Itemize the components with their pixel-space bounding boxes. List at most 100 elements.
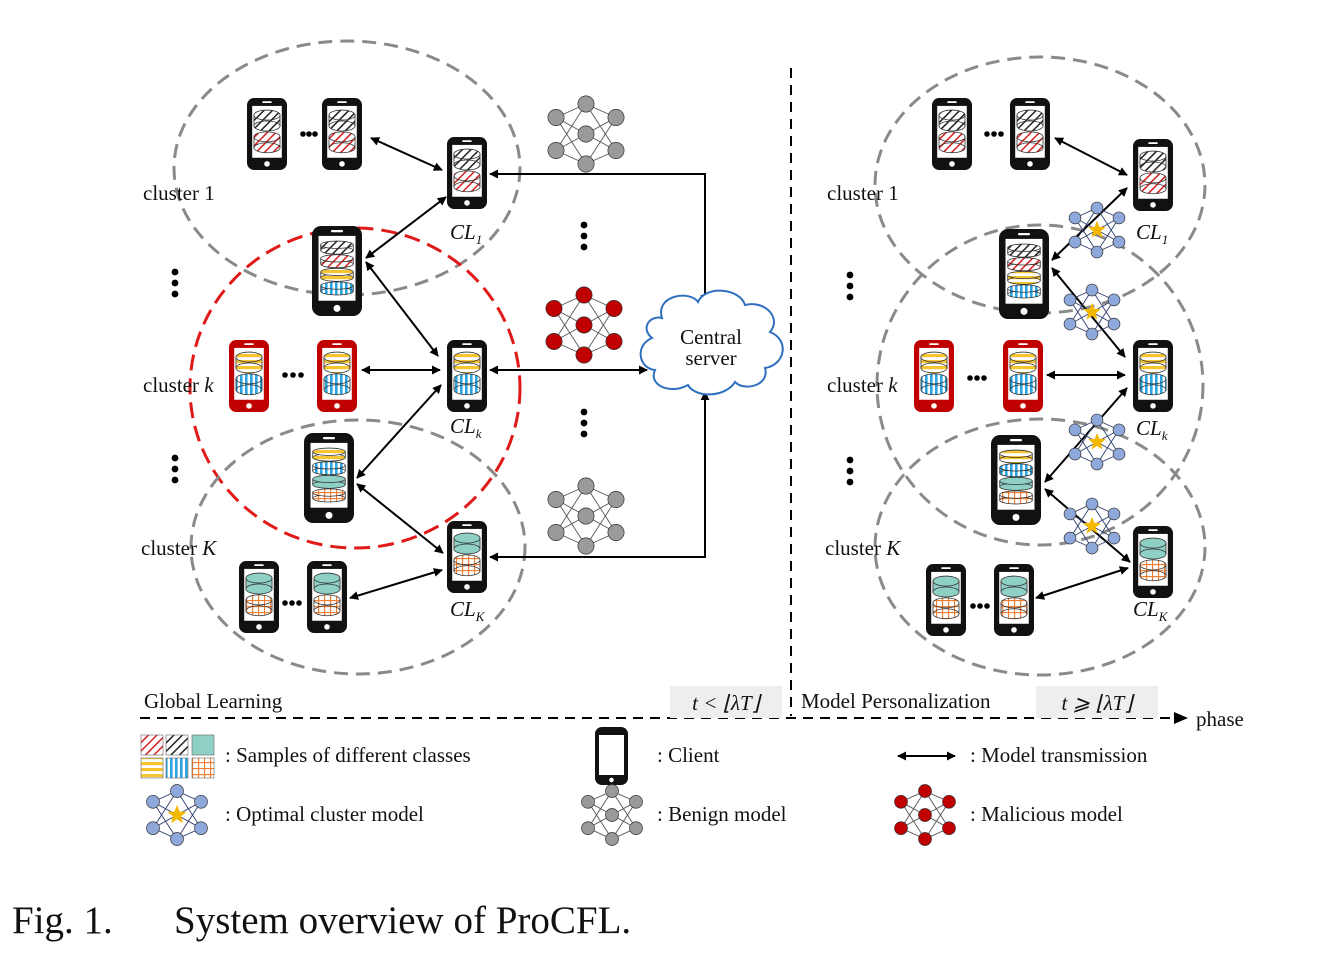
left-leader-K-name: CL [450,597,476,621]
left-cluster-k-word: cluster [143,373,204,397]
figure-caption: Fig. 1. System overview of ProCFL. [12,898,631,943]
left-malicious-model [545,286,623,364]
left-benign-model-top [547,95,625,173]
right-ellipse-cluster-k [875,223,1205,547]
left-cluster-K-var: K [201,536,217,560]
left-member-phone-Kb [307,561,347,633]
legend-transmission-text: : Model transmission [970,743,1148,767]
right-leader-1-name: CL [1136,220,1162,244]
legend-malicious-icon [894,784,956,846]
right-overlap-phone-kK [991,435,1041,525]
left-cluster-k-label: cluster k [143,373,214,397]
legend-swatch-blue [165,757,189,779]
right-leader-phone-K [1133,526,1173,598]
legend-swatch-teal [191,734,215,756]
left-phase-cond: t < ⌊λT⌋ [692,691,762,715]
left-leader-1-sub: 1 [476,232,483,247]
left-member-phone-Ka [239,561,279,633]
right-leader-K-sub: K [1158,609,1169,624]
legend-malicious-text: : Malicious model [970,802,1123,826]
right-overlap-phone-1k [999,229,1049,319]
right-leader-k-name: CL [1136,416,1162,440]
right-leader-phone-1 [1133,139,1173,211]
right-cluster-K-word: cluster [825,536,886,560]
left-member-phone-1a [247,98,287,170]
legend-benign-text: : Benign model [657,802,787,826]
left-cluster-1-label: cluster 1 [143,181,215,205]
left-leader-1-name: CL [450,220,476,244]
legend-benign-icon [581,784,643,846]
right-transmissions [1035,137,1131,600]
left-leader-K-label: CLK [450,597,486,624]
right-leader-K-name: CL [1133,597,1159,621]
right-member-phone-kb [1003,340,1043,412]
right-ellipse-cluster-K [873,417,1207,677]
server-label-line1: Central [680,325,742,349]
phase-axis-label: phase [1196,707,1244,731]
phase-axis-arrowhead [1174,712,1188,724]
left-leader-k-label: CLk [450,414,482,441]
right-optimal-model-k [1068,413,1126,471]
left-transmissions [349,137,447,600]
legend-swatch-red [140,734,164,756]
left-overlap-phone-kK [304,433,354,523]
legend-swatch-yellow [140,757,164,779]
right-member-phone-1b [1010,98,1050,170]
networks-layer [545,95,1126,555]
horizontal-ellipsis-dots [282,131,1004,609]
left-phase-cond-box [670,686,782,718]
right-phase-label: Model Personalization [801,689,991,713]
right-leader-phone-k [1133,340,1173,412]
caption-text: System overview of ProCFL. [174,899,632,942]
right-optimal-model-1k [1063,283,1121,341]
left-member-phone-1b [322,98,362,170]
left-benign-model-bottom [547,477,625,555]
right-leader-1-label: CL1 [1136,220,1168,247]
left-ellipse-cluster-k [188,226,522,550]
left-cluster-K-word: cluster [141,536,202,560]
right-optimal-model-1 [1068,201,1126,259]
legend-layer [140,727,956,846]
right-phase-cond-box [1036,686,1158,718]
left-cluster-k-var: k [204,373,214,397]
left-ellipse-cluster-1 [172,39,522,297]
central-server-cloud [639,289,784,396]
right-cluster-k-var: k [888,373,898,397]
legend-samples-text: : Samples of different classes [225,743,471,767]
right-member-phone-1a [932,98,972,170]
right-leader-1-sub: 1 [1162,232,1169,247]
left-leader-1-label: CL1 [450,220,482,247]
left-overlap-phone-1k [312,226,362,316]
right-leader-k-label: CLk [1136,416,1168,443]
right-cluster-k-label: cluster k [827,373,898,397]
left-cluster-K-label: cluster K [141,536,217,560]
phones-layer [229,98,1173,636]
left-leader-k-sub: k [476,426,482,441]
right-member-phone-ka [914,340,954,412]
left-leader-k-name: CL [450,414,476,438]
left-member-phone-ka [229,340,269,412]
right-cluster-1-label: cluster 1 [827,181,899,205]
left-server-links [489,169,710,562]
legend-swatch-black [165,734,189,756]
left-leader-phone-1 [447,137,487,209]
right-optimal-model-kK [1063,497,1121,555]
right-leader-k-sub: k [1162,428,1168,443]
left-leader-phone-k [447,340,487,412]
vertical-ellipsis-dots [171,221,854,486]
right-member-phone-Ka [926,564,966,636]
left-member-phone-kb [317,340,357,412]
legend-client-icon [595,727,628,785]
right-leader-K-label: CLK [1133,597,1169,624]
right-phase-cond: t ⩾ ⌊λT⌋ [1061,691,1135,715]
legend-optimal-icon [146,784,208,846]
right-cluster-K-var: K [885,536,901,560]
left-leader-K-sub: K [475,609,486,624]
caption-number: Fig. 1. [12,899,113,942]
right-member-phone-Kb [994,564,1034,636]
server-label-line2: server [685,346,736,370]
legend-swatch-grid [191,757,215,779]
left-leader-phone-K [447,521,487,593]
left-phase-label: Global Learning [144,689,283,713]
